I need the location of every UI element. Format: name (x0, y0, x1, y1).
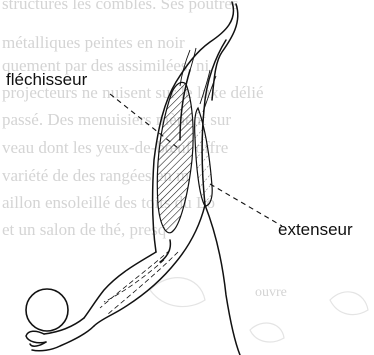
hand (26, 318, 94, 351)
extensor-leader-line (210, 184, 282, 226)
ball (26, 289, 68, 331)
flexor-muscle (157, 82, 193, 232)
leaf-decoration (150, 278, 368, 342)
extensor-label: extenseur (278, 220, 353, 240)
forearm-outline (84, 205, 205, 326)
flexor-label: fléchisseur (6, 70, 87, 90)
